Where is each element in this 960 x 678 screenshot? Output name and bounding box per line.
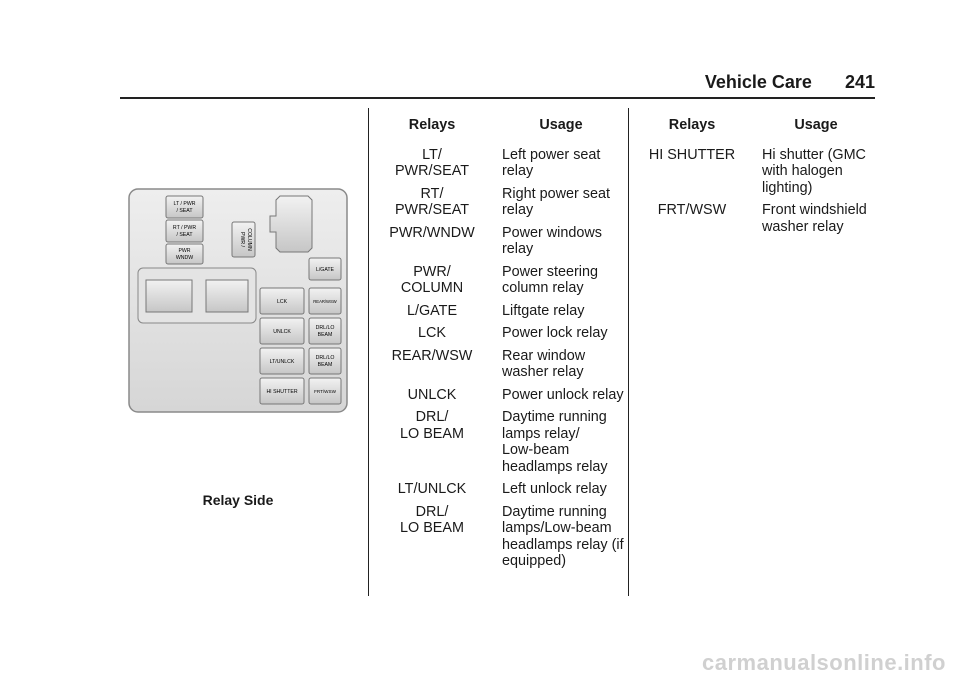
- table-row: LT/UNLCK Left unlock relay: [380, 481, 624, 504]
- top-connector: [269, 195, 313, 253]
- column-divider-2: [628, 108, 629, 596]
- watermark: carmanualsonline.info: [702, 650, 946, 675]
- svg-text:/ SEAT: / SEAT: [176, 232, 193, 238]
- relay-name: RT/PWR/SEAT: [394, 185, 470, 219]
- relay-usage: Power unlock relay: [502, 386, 624, 403]
- relay-pwr-wndw: PWR WNDW: [165, 243, 204, 265]
- relay-name: PWR/WNDW: [389, 224, 475, 241]
- relay-usage: Liftgate relay: [502, 302, 585, 319]
- header-rule: [120, 97, 875, 99]
- page-header: Vehicle Care 241: [705, 72, 875, 93]
- column-header-usage: Usage: [794, 117, 838, 133]
- relay-usage: Power lock relay: [502, 325, 608, 341]
- relay-l-gate: L/GATE: [308, 257, 342, 281]
- column-header-relays: Relays: [408, 117, 456, 133]
- svg-text:BEAM: BEAM: [318, 362, 333, 368]
- svg-text:DRL/LO: DRL/LO: [316, 355, 335, 361]
- table-row: UNLCK Power unlock relay: [380, 387, 624, 410]
- relay-name: UNLCK: [407, 386, 457, 403]
- connector-plug-left: [145, 279, 193, 313]
- relay-rt-pwr-seat: RT / PWR / SEAT: [165, 219, 204, 243]
- svg-text:RT / PWR: RT / PWR: [173, 225, 196, 231]
- relay-name: DRL/LO BEAM: [400, 409, 464, 442]
- label-lt-pwr-seat-1: LT / PWR: [173, 201, 195, 207]
- relay-name: LCK: [418, 325, 446, 341]
- relay-lck: LCK: [259, 287, 305, 315]
- svg-text:PWR: PWR: [178, 248, 190, 254]
- relay-name: REAR/WSW: [391, 347, 473, 364]
- relay-hi-shutter: HI SHUTTER: [259, 377, 305, 405]
- relay-lt-pwr-seat: LT / PWR / SEAT: [165, 195, 204, 219]
- diagram-caption: Relay Side: [202, 492, 274, 508]
- column-header-usage: Usage: [539, 117, 583, 133]
- column-divider-1: [368, 108, 369, 596]
- svg-text:UNLCK: UNLCK: [273, 329, 291, 335]
- label-lt-pwr-seat-2: / SEAT: [176, 208, 193, 214]
- svg-text:DRL/LO: DRL/LO: [316, 325, 335, 331]
- relay-name: FRT/WSW: [657, 202, 727, 218]
- svg-text:HI SHUTTER: HI SHUTTER: [266, 389, 297, 395]
- svg-text:LCK: LCK: [277, 299, 288, 305]
- relay-rear-wsw: REAR/WSW: [308, 287, 342, 315]
- relay-unlck: UNLCK: [259, 317, 305, 345]
- table-row: L/GATE Liftgate relay: [380, 303, 624, 326]
- relay-drl-lo-beam-2: DRL/LO BEAM: [308, 347, 342, 375]
- column-header-relays: Relays: [668, 117, 716, 133]
- connector-plug-right: [205, 279, 249, 313]
- relay-name: LT/PWR/SEAT: [394, 146, 470, 180]
- svg-text:BEAM: BEAM: [318, 332, 333, 338]
- svg-text:LT/UNLCK: LT/UNLCK: [270, 359, 295, 365]
- relay-block-diagram: LT / PWR / SEAT RT / PWR / SEAT PWR WNDW…: [128, 188, 348, 413]
- relay-pwr-column: PWR / COLUMN: [231, 221, 256, 258]
- relay-usage: Left unlock relay: [502, 481, 607, 497]
- svg-text:FRT/WSW: FRT/WSW: [314, 389, 337, 394]
- relay-name: PWR/COLUMN: [400, 263, 464, 297]
- relay-name: L/GATE: [406, 302, 458, 319]
- relay-name: HI SHUTTER: [648, 146, 736, 163]
- relay-name: LT/UNLCK: [397, 481, 467, 497]
- svg-text:PWR /: PWR /: [239, 232, 245, 248]
- svg-text:L/GATE: L/GATE: [316, 267, 335, 273]
- relay-lt-unlck: LT/UNLCK: [259, 347, 305, 375]
- svg-text:WNDW: WNDW: [176, 255, 193, 261]
- relay-name: DRL/LO BEAM: [400, 503, 464, 537]
- section-title: Vehicle Care: [704, 72, 812, 92]
- svg-text:COLUMN: COLUMN: [246, 228, 252, 251]
- relay-drl-lo-beam-1: DRL/LO BEAM: [308, 317, 342, 345]
- table-row: LCK Power lock relay: [380, 325, 624, 348]
- svg-text:REAR/WSW: REAR/WSW: [313, 299, 337, 304]
- page-number: 241: [844, 72, 875, 92]
- relay-frt-wsw: FRT/WSW: [308, 377, 342, 405]
